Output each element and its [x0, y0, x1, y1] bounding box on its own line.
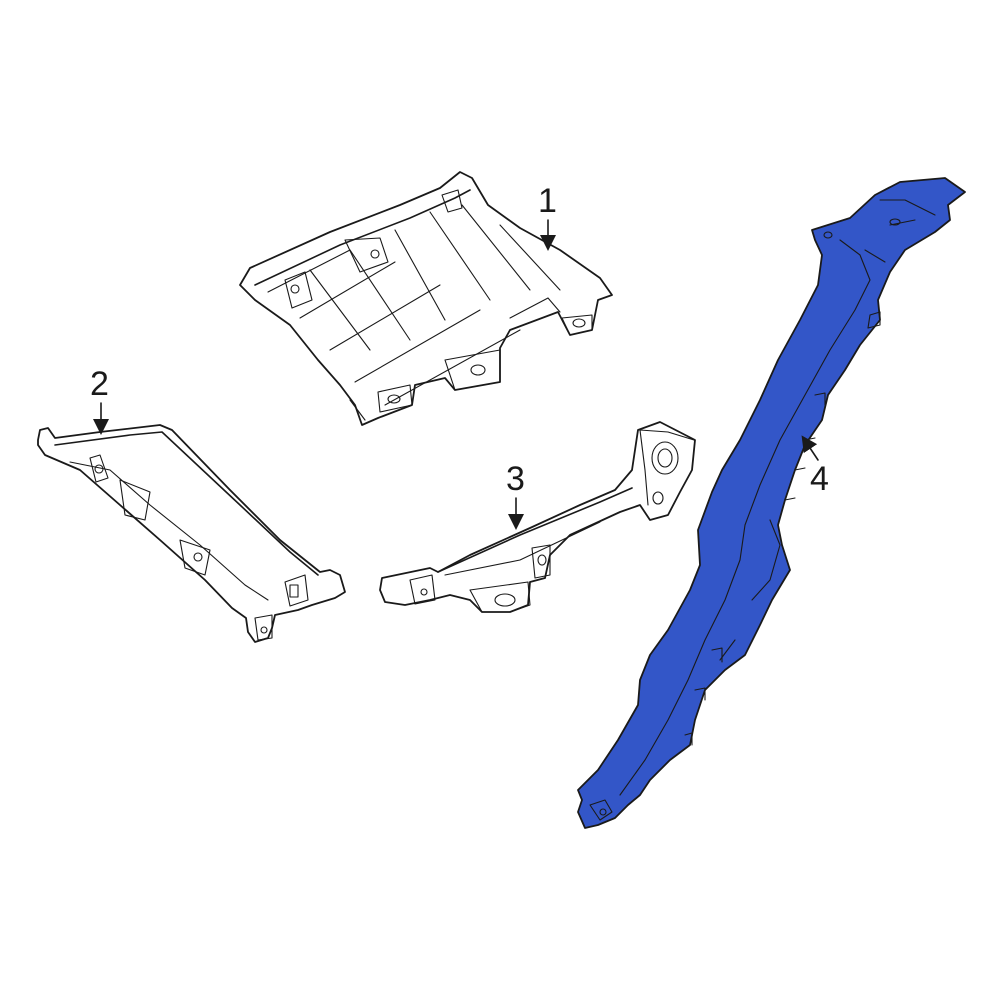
part-3-bracket[interactable]	[379, 421, 696, 613]
part-2-side-trim[interactable]	[37, 424, 346, 643]
callout-4: 4	[801, 435, 829, 498]
callout-3: 3	[506, 460, 525, 530]
callout-2: 2	[90, 365, 109, 435]
callout-4-number: 4	[810, 460, 829, 498]
callout-3-number: 3	[506, 460, 525, 498]
part-4-body[interactable]	[577, 177, 966, 829]
callout-1-number: 1	[538, 182, 557, 220]
callout-1: 1	[538, 182, 557, 251]
part-4-pillar[interactable]	[577, 177, 966, 829]
callout-2-number: 2	[90, 365, 109, 403]
part-1-trim-panel[interactable]	[239, 171, 613, 426]
